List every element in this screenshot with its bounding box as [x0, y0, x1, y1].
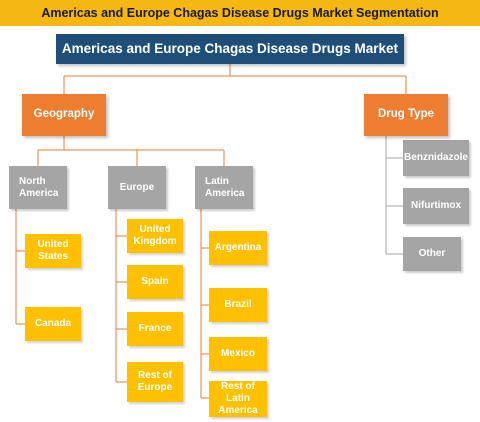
diagram-banner-title: Americas and Europe Chagas Disease Drugs…	[0, 0, 480, 26]
drug-type-node: Drug Type	[364, 94, 448, 136]
leaf-canada: Canada	[25, 307, 81, 341]
geography-node: Geography	[22, 94, 106, 136]
leaf-nifurtimox: Nifurtimox	[403, 188, 469, 224]
leaf-other: Other	[403, 237, 461, 271]
leaf-united-states: United States	[25, 234, 81, 268]
leaf-mexico: Mexico	[209, 337, 267, 371]
leaf-rest-of-europe: Rest of Europe	[127, 362, 183, 402]
europe-node: Europe	[108, 166, 166, 209]
root-node: Americas and Europe Chagas Disease Drugs…	[56, 34, 404, 64]
leaf-united-kingdom: United Kingdom	[127, 219, 183, 253]
latin-america-node: Latin America	[195, 166, 253, 209]
leaf-brazil: Brazil	[209, 288, 267, 322]
leaf-argentina: Argentina	[209, 231, 267, 265]
leaf-rest-of-latin-america: Rest of Latin America	[209, 381, 267, 417]
north-america-node: North America	[9, 166, 67, 209]
leaf-benznidazole: Benznidazole	[403, 140, 469, 176]
leaf-spain: Spain	[127, 265, 183, 299]
leaf-france: France	[127, 312, 183, 346]
